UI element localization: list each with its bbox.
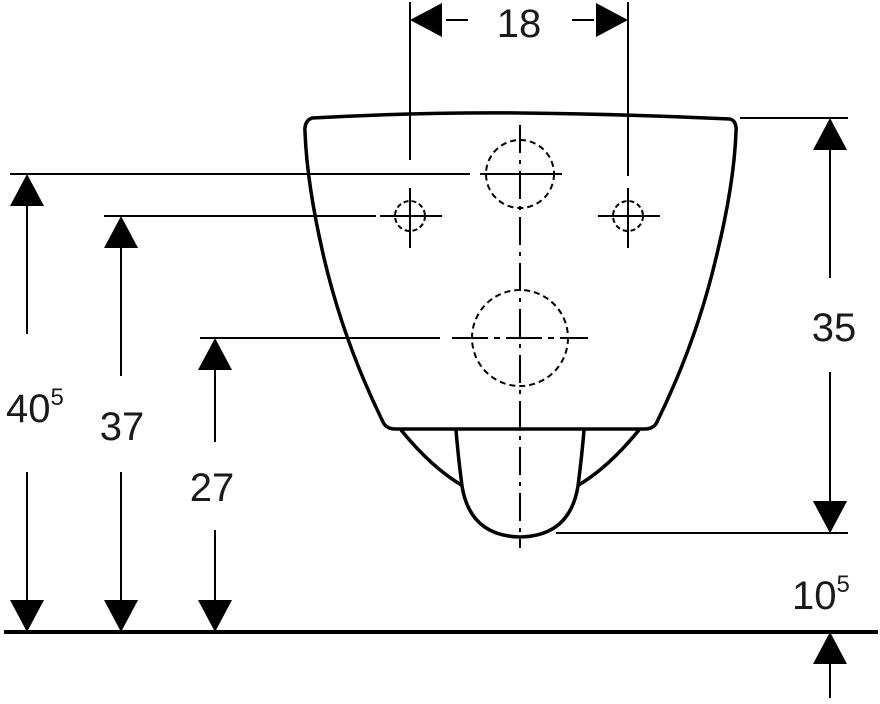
dim-mount-height: 37: [100, 216, 145, 632]
hole-spacing-label: 18: [497, 2, 542, 46]
dim-upper-pipe-height: 405: [6, 174, 64, 632]
toilet-foot-left: [399, 428, 464, 488]
dim-floor-clearance: 105: [792, 501, 850, 698]
extension-lines: [10, 2, 848, 534]
toilet-outlet: [454, 429, 586, 539]
toilet-body: [303, 111, 738, 431]
toilet-foot-right: [576, 428, 641, 488]
toilet-outline: [303, 111, 738, 539]
hole-crosshairs: [380, 173, 660, 339]
upper-pipe-height-label: 405: [6, 384, 64, 431]
dim-overall-height: 35: [812, 118, 857, 533]
lower-pipe-height-label: 27: [190, 466, 235, 510]
mount-height-label: 37: [100, 405, 145, 449]
floor-clearance-label: 105: [792, 571, 850, 618]
overall-height-label: 35: [812, 306, 857, 350]
dim-hole-spacing: 18: [410, 2, 628, 46]
dim-lower-pipe-height: 27: [190, 338, 235, 632]
